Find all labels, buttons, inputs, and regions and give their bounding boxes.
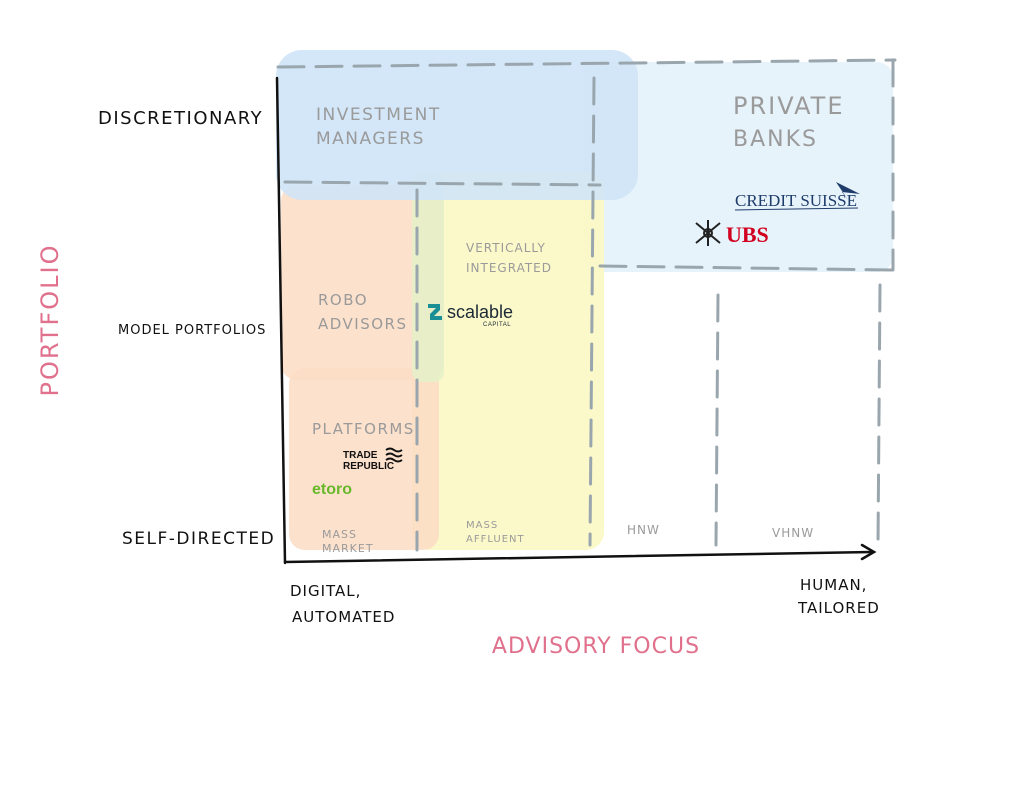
dash-mid-right (598, 264, 895, 272)
zone-platforms (289, 368, 439, 550)
dash-col-right-lower (876, 283, 882, 547)
group-private-banks-line2: BANKS (733, 127, 818, 152)
scalable-wordmark: scalable (447, 302, 513, 322)
credit-suisse-underline (734, 207, 859, 211)
dash-col-divider (588, 76, 596, 547)
x-axis-title: ADVISORY FOCUS (492, 634, 700, 659)
scalable-subtitle: CAPITAL (483, 322, 511, 328)
x-axis-arrow (860, 543, 877, 561)
x-start-label-line2: AUTOMATED (292, 608, 395, 626)
group-private-banks-line1: PRIVATE (733, 92, 845, 120)
credit-suisse-wordmark: CREDIT SUISSE (735, 191, 857, 210)
dash-col-hnw (714, 293, 720, 547)
dash-mid-left (283, 180, 602, 187)
y-axis-line (275, 76, 287, 565)
group-platforms: PLATFORMS (312, 420, 415, 438)
ubs-keys-icon (695, 220, 721, 246)
trade-republic-line1: TRADE (343, 450, 378, 461)
trade-republic-line2: REPUBLIC (343, 461, 394, 472)
x-axis-line (283, 550, 874, 564)
segment-mass-affluent-line2: AFFLUENT (466, 534, 525, 545)
group-investment-managers-line1: INVESTMENT (316, 105, 441, 125)
x-end-label-line2: TAILORED (797, 599, 880, 617)
segment-vhnw: VHNW (772, 526, 814, 540)
group-robo-advisors-line2: ADVISORS (318, 315, 408, 333)
segment-mass-market-line1: MASS (322, 528, 357, 541)
y-level-self-directed: SELF-DIRECTED (122, 529, 275, 549)
segment-mass-market-line2: MARKET (322, 542, 374, 555)
zone-robo-advisors (281, 185, 443, 380)
group-vertically-integrated-line1: VERTICALLY (466, 241, 546, 255)
etoro-logo: etoro (312, 481, 352, 498)
x-start-label-line1: DIGITAL, (290, 582, 361, 600)
dash-top (276, 58, 897, 69)
y-axis-title: PORTFOLIO (36, 244, 64, 397)
trade-republic-waves-icon (385, 447, 403, 463)
group-vertically-integrated-line2: INTEGRATED (466, 261, 552, 275)
scalable-capital-logo: scalable CAPITAL (428, 302, 513, 328)
zone-vertically-integrated (412, 172, 604, 550)
segment-hnw: HNW (627, 523, 660, 537)
zone-investment-managers (276, 50, 638, 200)
scalable-s-icon (428, 304, 442, 320)
segment-mass-affluent-line1: MASS (466, 520, 498, 531)
zone-private-banks (583, 62, 893, 272)
y-level-model-portfolios: MODEL PORTFOLIOS (118, 323, 266, 338)
zone-overlap-green (412, 172, 444, 382)
group-investment-managers-line2: MANAGERS (316, 129, 425, 149)
axes (275, 76, 877, 565)
x-end-label-line1: HUMAN, (800, 576, 867, 594)
ubs-wordmark: UBS (726, 222, 769, 247)
credit-suisse-logo: CREDIT SUISSE (734, 182, 860, 211)
ubs-logo: UBS (695, 220, 769, 247)
y-level-discretionary: DISCRETIONARY (98, 108, 263, 129)
zones (276, 50, 893, 550)
group-robo-advisors-line1: ROBO (318, 291, 368, 309)
credit-suisse-sail-icon (836, 182, 860, 200)
dashed-grid (276, 58, 897, 552)
trade-republic-logo: TRADE REPUBLIC (343, 447, 403, 472)
